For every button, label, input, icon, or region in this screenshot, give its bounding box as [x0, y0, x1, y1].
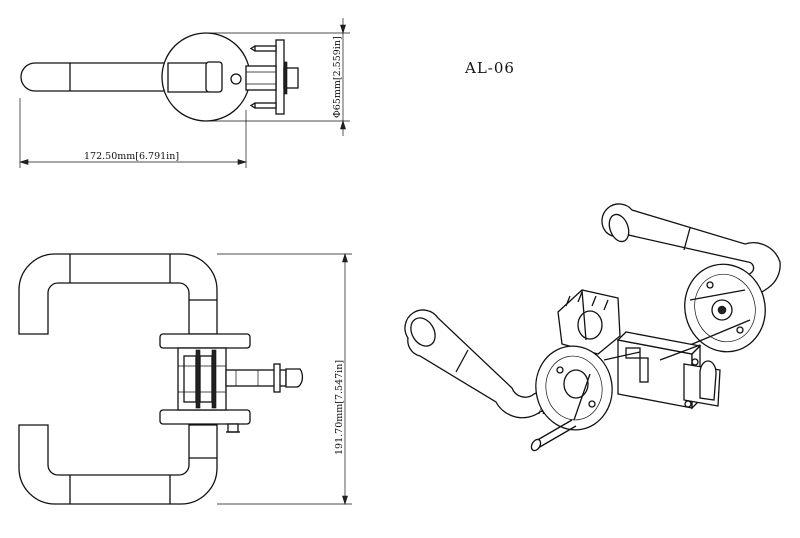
rose-diameter-dimension: Φ65mm[2.559in]: [206, 18, 350, 136]
rose-diameter-label: Φ65mm[2.559in]: [332, 36, 343, 118]
model-label: AL-06: [464, 59, 515, 77]
front-view-levers: [18, 253, 304, 505]
top-view-lever: [20, 32, 299, 122]
height-label: 191.70mm[7.547in]: [334, 360, 345, 455]
top-width-dimension: 172.50mm[6.791in]: [18, 98, 248, 168]
exploded-view: A: [404, 203, 781, 452]
part-mark: A: [537, 406, 545, 417]
height-dimension: 191.70mm[7.547in]: [217, 252, 352, 506]
top-width-label: 172.50mm[6.791in]: [84, 151, 179, 162]
